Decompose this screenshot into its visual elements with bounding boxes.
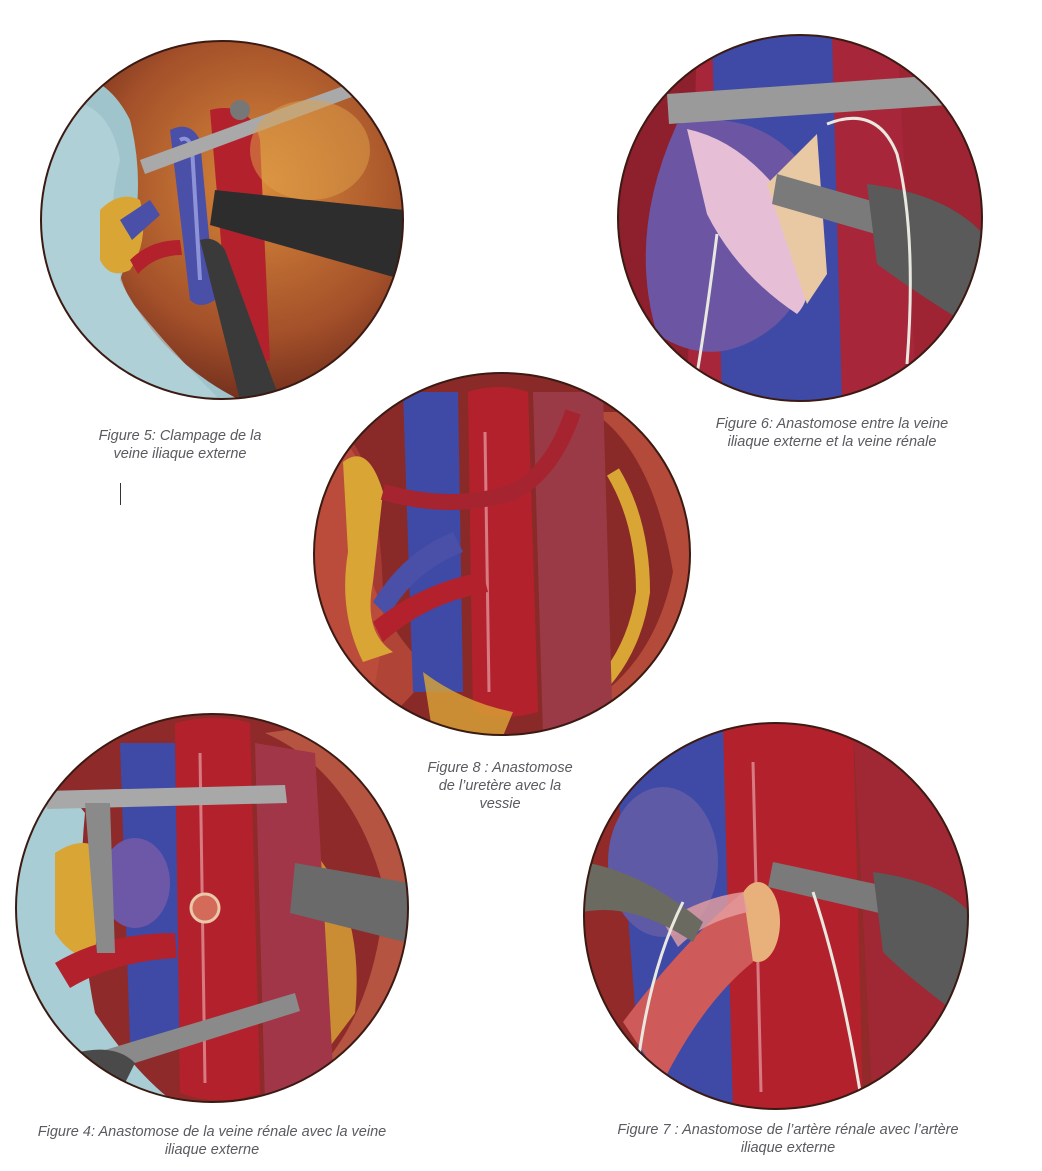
caption-line: iliaque externe	[740, 1140, 836, 1156]
caption-line: de l’uretère avec la	[438, 778, 562, 794]
text-cursor	[120, 483, 121, 505]
figure-4-illustration	[15, 713, 409, 1103]
figure-6-illustration	[617, 34, 983, 402]
figure-7-caption: Figure 7 : Anastomose de l’artère rénale…	[588, 1121, 988, 1157]
caption-line: vessie	[479, 796, 521, 812]
caption-line: iliaque externe	[164, 1142, 260, 1158]
caption-line: Figure 4: Anastomose de la veine rénale …	[37, 1124, 387, 1140]
caption-line: Figure 5: Clampage de la	[98, 428, 262, 444]
figure-7-illustration	[583, 722, 969, 1110]
figure-4-caption: Figure 4: Anastomose de la veine rénale …	[12, 1123, 412, 1159]
figure-6-caption: Figure 6: Anastomose entre la veine ilia…	[672, 415, 992, 451]
figure-8-illustration	[313, 372, 691, 736]
caption-line: Figure 6: Anastomose entre la veine	[715, 416, 949, 432]
caption-line: iliaque externe et la veine rénale	[727, 434, 937, 450]
caption-line: Figure 8 : Anastomose	[427, 760, 573, 776]
caption-line: Figure 7 : Anastomose de l’artère rénale…	[617, 1122, 959, 1138]
figure-5-caption: Figure 5: Clampage de la veine iliaque e…	[40, 427, 320, 463]
figure-5-illustration	[40, 40, 404, 400]
figure-8-caption: Figure 8 : Anastomose de l’uretère avec …	[400, 759, 600, 813]
caption-line: veine iliaque externe	[113, 446, 247, 462]
